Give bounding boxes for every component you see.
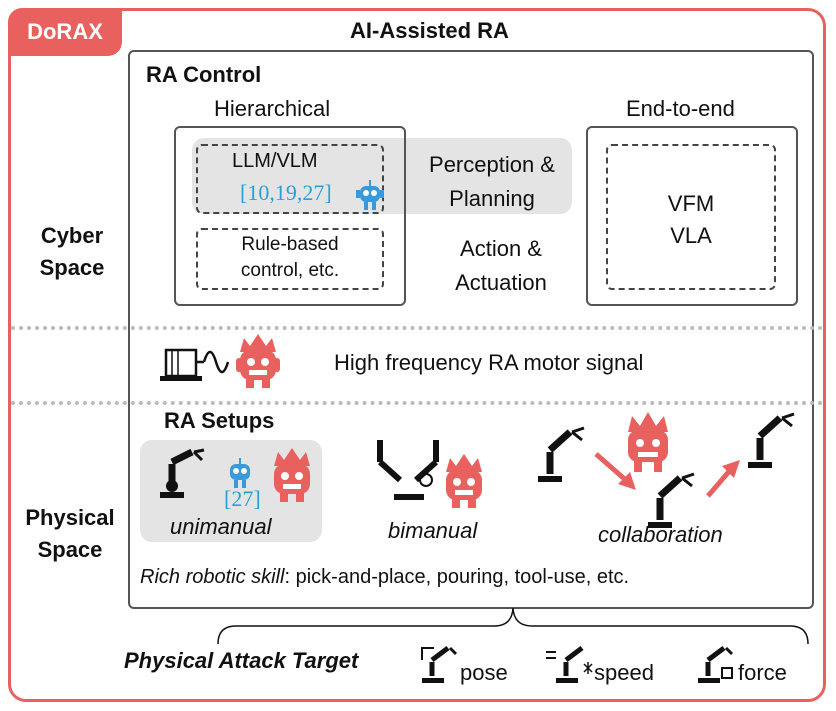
ra-setups-heading: RA Setups — [164, 408, 275, 433]
vfm-label: VFM — [667, 191, 715, 216]
rule-based-box — [196, 228, 384, 290]
rich-skill-line: Rich robotic skill: pick-and-place, pour… — [140, 566, 629, 589]
speed-icon — [546, 646, 593, 683]
end-to-end-box — [586, 126, 798, 306]
unimanual-citation: [27] — [224, 486, 261, 511]
motor-signal-label: High frequency RA motor signal — [334, 350, 644, 375]
llm-vlm-box — [196, 144, 384, 214]
blue-robot-icon — [356, 180, 384, 210]
cyber-space-label: Cyber Space — [22, 220, 122, 284]
perception-line1: Perception & — [429, 152, 555, 177]
attack-brace — [217, 607, 809, 645]
pose-label: pose — [460, 660, 508, 685]
cyber-space-line2: Space — [39, 255, 105, 280]
physical-separator — [11, 401, 823, 405]
bimanual-arms-icon — [377, 440, 439, 500]
collab-arm-1-icon — [538, 426, 585, 482]
action-actuation-label: Action & Actuation — [416, 232, 586, 300]
collab-arm-3-icon — [648, 472, 695, 528]
red-monster-icon-3 — [446, 454, 482, 508]
vfm-vla-box — [606, 144, 776, 290]
rich-skill-italic: Rich robotic skill — [140, 566, 285, 588]
speed-label: speed — [594, 660, 654, 685]
physical-space-label: Physical Space — [14, 502, 126, 566]
diagram-title: AI-Assisted RA — [350, 18, 509, 43]
rule-based-line1: Rule-based — [241, 234, 339, 255]
end-to-end-label: End-to-end — [626, 96, 735, 121]
robot-arm-icon — [160, 448, 205, 498]
red-monster-icon-4 — [628, 412, 668, 472]
pose-icon — [421, 646, 458, 683]
llm-vlm-label: LLM/VLM — [232, 150, 318, 172]
collab-arrows-icon — [594, 452, 740, 498]
physical-space-line1: Physical — [25, 505, 115, 530]
ra-control-heading: RA Control — [146, 62, 262, 87]
hierarchical-box — [174, 126, 406, 306]
collab-arm-2-icon — [748, 412, 795, 468]
cyber-separator — [11, 326, 823, 330]
vla-label: VLA — [670, 223, 712, 248]
cyber-space-line1: Cyber — [40, 223, 104, 248]
perception-line2: Planning — [449, 186, 535, 211]
force-label: force — [738, 660, 787, 685]
unimanual-label: unimanual — [170, 514, 272, 539]
llm-citation: [10,19,27] — [240, 180, 332, 205]
perception-planning-label: Perception & Planning — [412, 148, 572, 216]
dorax-badge: DoRAX — [8, 8, 122, 56]
rule-based-line2: control, etc. — [240, 260, 340, 281]
rich-skill-rest: : pick-and-place, pouring, tool-use, etc… — [284, 566, 630, 588]
collaboration-label: collaboration — [598, 522, 723, 547]
blue-robot-icon-2 — [230, 458, 250, 488]
vfm-vla-label: VFM VLA — [606, 188, 776, 252]
rule-based-label: Rule-based control, etc. — [196, 232, 384, 284]
attack-target-label: Physical Attack Target — [124, 648, 359, 673]
motor-signal-icon — [160, 348, 230, 381]
bimanual-label: bimanual — [388, 518, 478, 543]
physical-space-line2: Space — [37, 537, 103, 562]
action-line2: Actuation — [455, 270, 547, 295]
action-line1: Action & — [460, 236, 542, 261]
red-monster-icon — [236, 334, 280, 388]
dorax-frame — [8, 8, 826, 702]
force-icon — [698, 646, 734, 683]
red-monster-icon-2 — [274, 448, 310, 502]
hierarchical-label: Hierarchical — [214, 96, 331, 121]
